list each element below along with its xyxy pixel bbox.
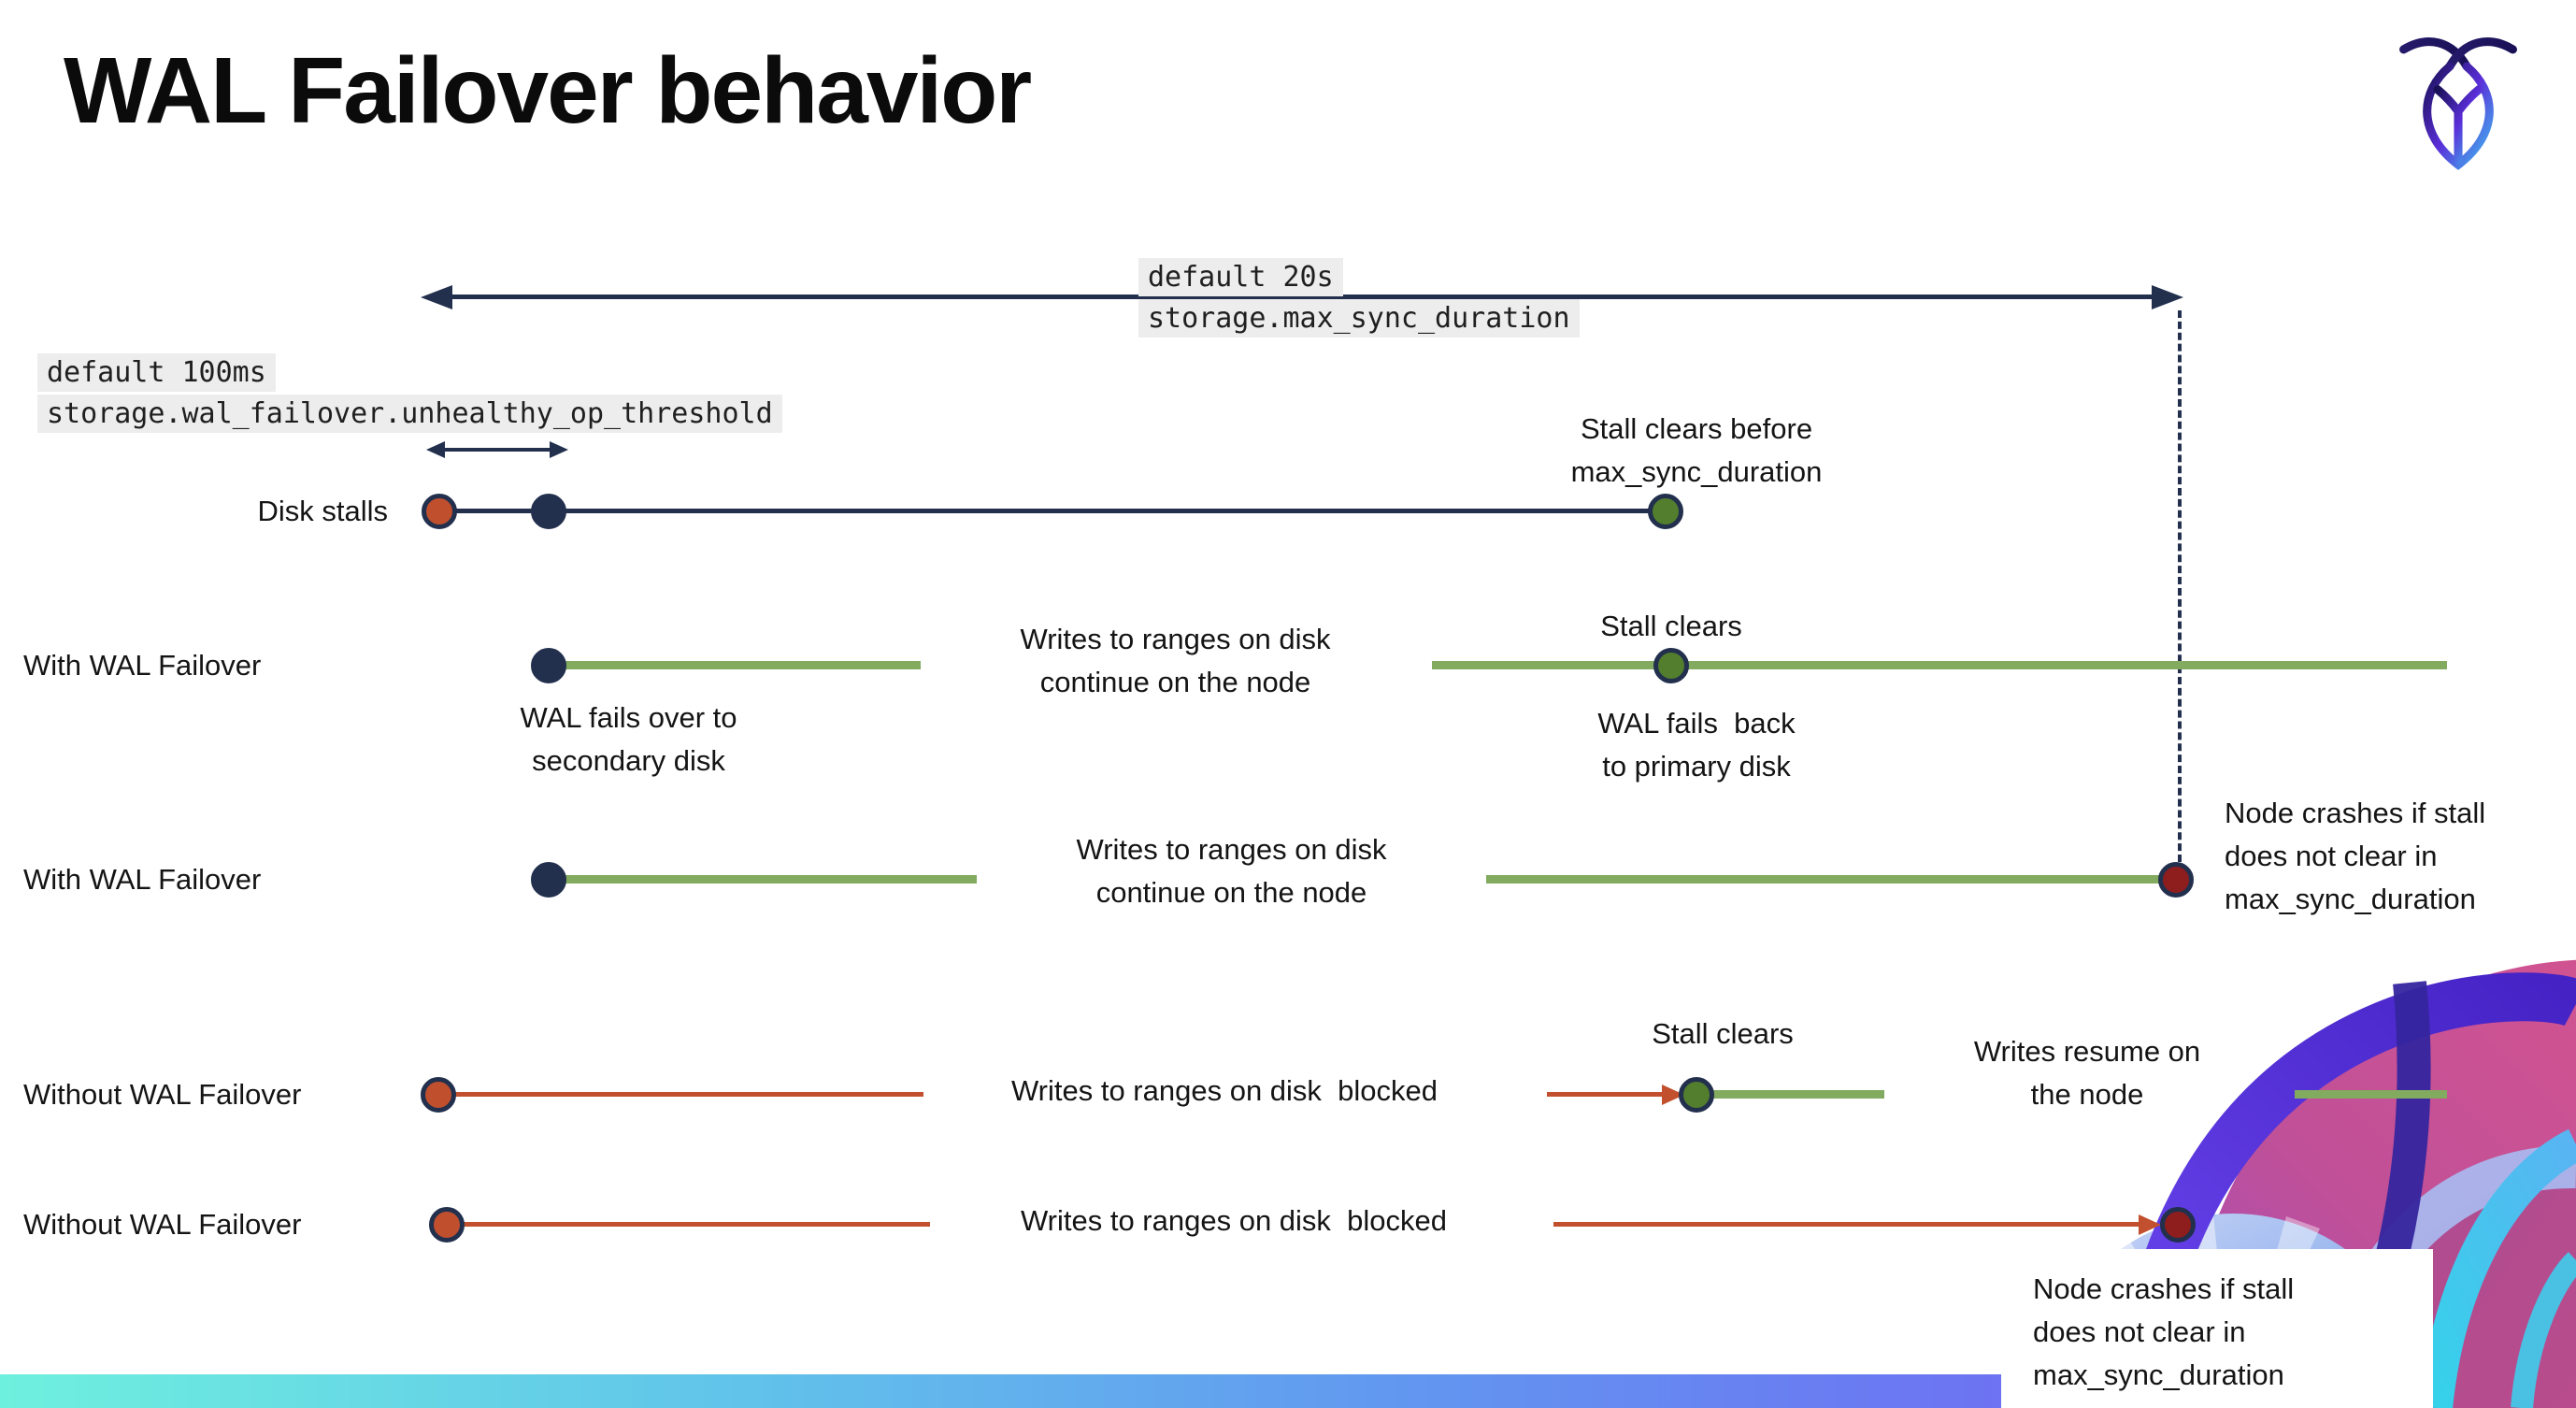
blocked-writes-line-2b bbox=[1553, 1222, 2139, 1227]
wal-fails-back-caption: WAL fails back to primary disk bbox=[1597, 707, 1796, 783]
stall-start-dot-2 bbox=[421, 1077, 456, 1113]
stall-clears-before-caption: Stall clears before max_sync_duration bbox=[1570, 412, 1823, 488]
row-label-with-wal-failover-2: With WAL Failover bbox=[23, 863, 262, 896]
wal-failover-dot-1 bbox=[531, 648, 566, 683]
max-sync-arrow-line bbox=[447, 295, 2154, 299]
row-label-without-wal-failover-1: Without WAL Failover bbox=[23, 1078, 302, 1111]
row-label-with-wal-failover-1: With WAL Failover bbox=[23, 649, 262, 682]
max-sync-arrow-right-head-icon bbox=[2152, 285, 2183, 309]
blocked-writes-line-1a bbox=[438, 1092, 923, 1097]
page-title: WAL Failover behavior bbox=[64, 38, 1032, 143]
writes-blocked-caption-2: Writes to ranges on disk blocked bbox=[1020, 1204, 1448, 1237]
failover-threshold-dot bbox=[531, 494, 566, 529]
threshold-arrow-line bbox=[441, 448, 551, 452]
disk-stalls-line-2 bbox=[549, 509, 1666, 513]
threshold-arrow-right-head-icon bbox=[550, 441, 568, 458]
disk-stalls-line-1 bbox=[439, 509, 549, 513]
row-label-disk-stalls: Disk stalls bbox=[257, 495, 388, 527]
stall-clears-caption-1: Stall clears bbox=[1600, 610, 1742, 642]
threshold-arrow-left-head-icon bbox=[426, 441, 445, 458]
stall-start-dot bbox=[422, 494, 457, 529]
node-crashes-caption-1: Node crashes if stall does not clear in … bbox=[2225, 797, 2486, 915]
node-crashes-card: Node crashes if stall does not clear in … bbox=[2001, 1249, 2433, 1408]
resumed-writes-line-b bbox=[2295, 1090, 2447, 1099]
row-label-without-wal-failover-2: Without WAL Failover bbox=[23, 1208, 302, 1241]
cockroach-labs-logo-icon bbox=[2399, 37, 2517, 170]
node-crash-dot-2 bbox=[2160, 1207, 2196, 1243]
blocked-writes-line-2a bbox=[447, 1222, 930, 1227]
stall-clears-dot-3 bbox=[1679, 1077, 1714, 1113]
node-crashes-caption-2: Node crashes if stall does not clear in … bbox=[2033, 1272, 2295, 1391]
unhealthy-op-setting-name: storage.wal_failover.unhealthy_op_thresh… bbox=[37, 395, 782, 433]
node-crash-dot-1 bbox=[2158, 862, 2194, 898]
healthy-writes-line-1a bbox=[561, 661, 921, 669]
stall-clears-dot-2 bbox=[1653, 648, 1689, 683]
writes-continue-caption-2: Writes to ranges on disk continue on the… bbox=[1076, 833, 1387, 909]
stall-clears-caption-2: Stall clears bbox=[1652, 1017, 1794, 1050]
blocked-arrow-head-icon-2 bbox=[2139, 1214, 2161, 1235]
max-sync-default-label: default 20s bbox=[1138, 258, 1343, 296]
healthy-writes-line-2a bbox=[561, 875, 977, 884]
max-sync-setting-name: storage.max_sync_duration bbox=[1138, 299, 1580, 338]
healthy-writes-line-2b bbox=[1486, 875, 2170, 884]
max-sync-deadline-dashed-line bbox=[2178, 310, 2182, 862]
wal-failover-dot-2 bbox=[531, 862, 566, 898]
writes-continue-caption-1: Writes to ranges on disk continue on the… bbox=[1020, 623, 1331, 698]
writes-resume-caption: Writes resume on the node bbox=[1973, 1035, 2201, 1111]
unhealthy-op-default-label: default 100ms bbox=[37, 353, 276, 392]
blocked-writes-line-1b bbox=[1547, 1092, 1662, 1097]
resumed-writes-line-a bbox=[1712, 1090, 1884, 1099]
stall-start-dot-3 bbox=[429, 1207, 465, 1243]
healthy-writes-line-1b bbox=[1432, 661, 2447, 669]
wal-fails-over-caption: WAL fails over to secondary disk bbox=[520, 701, 737, 777]
stall-clears-dot bbox=[1648, 494, 1683, 529]
writes-blocked-caption-1: Writes to ranges on disk blocked bbox=[1010, 1074, 1438, 1107]
